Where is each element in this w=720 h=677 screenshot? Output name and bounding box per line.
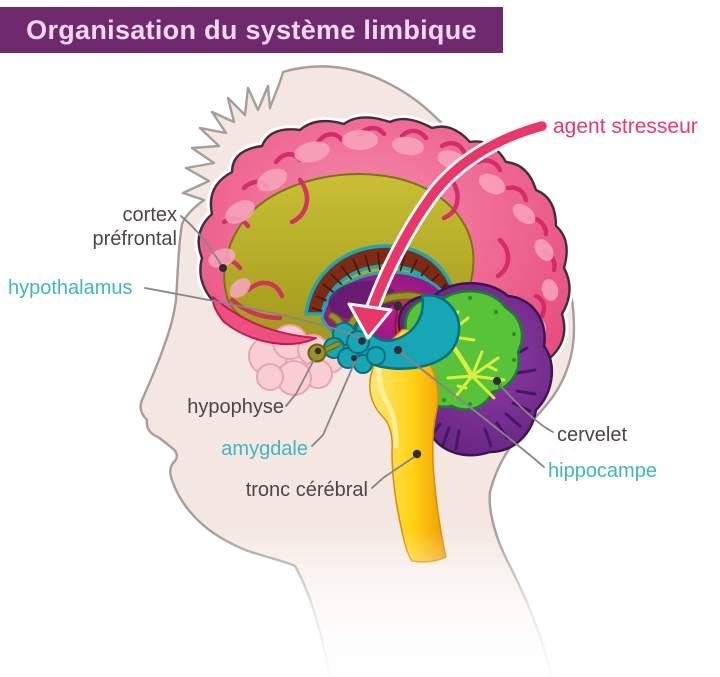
amygdale-line	[311, 356, 358, 447]
hypothalamus-line	[144, 287, 361, 339]
connector-lines	[144, 215, 554, 489]
marker-dot-hypophyse	[314, 347, 322, 355]
label-cortex-prefrontal-line2: préfrontal	[92, 228, 178, 250]
marker-dot-hippocampe	[394, 346, 402, 354]
marker-dot-cortex	[219, 264, 227, 272]
label-amygdale: amygdale	[221, 438, 308, 460]
label-agent-stresseur: agent stresseur	[553, 115, 698, 138]
bottom-fade	[0, 530, 720, 677]
hypophyse-line	[285, 353, 318, 407]
label-tronc-cerebral: tronc cérébral	[245, 479, 368, 501]
stressor-arrow	[347, 118, 550, 340]
title-bar: Organisation du système limbique	[0, 7, 503, 53]
marker-dots	[219, 264, 501, 459]
hypothalamus-amygdala	[323, 294, 461, 374]
hippocampe-line	[399, 351, 545, 468]
stressor-arrow-head	[347, 302, 393, 340]
label-hypothalamus: hypothalamus	[8, 277, 133, 299]
label-cortex-prefrontal: cortex préfrontal	[93, 203, 178, 251]
cervelet-line	[497, 382, 554, 433]
marker-dot-thalamus	[393, 301, 403, 311]
marker-dot-amygdale	[351, 355, 357, 361]
inferior-frontal-wing	[211, 296, 317, 346]
label-hippocampe: hippocampe	[548, 460, 657, 482]
label-cortex-prefrontal-line1: cortex	[122, 204, 177, 226]
marker-dot-cervelet	[493, 377, 501, 385]
label-hypophyse: hypophyse	[187, 396, 284, 418]
tronc-cerebral-line	[371, 454, 418, 489]
cortex-prefrontal-line	[180, 215, 224, 269]
label-cervelet: cervelet	[557, 424, 628, 446]
marker-dot-hypothalamus	[358, 337, 366, 345]
brain	[194, 113, 574, 563]
marker-dot-tronc	[412, 449, 422, 459]
page-title: Organisation du système limbique	[26, 14, 477, 45]
stressor-arrow-shaft	[368, 121, 547, 312]
